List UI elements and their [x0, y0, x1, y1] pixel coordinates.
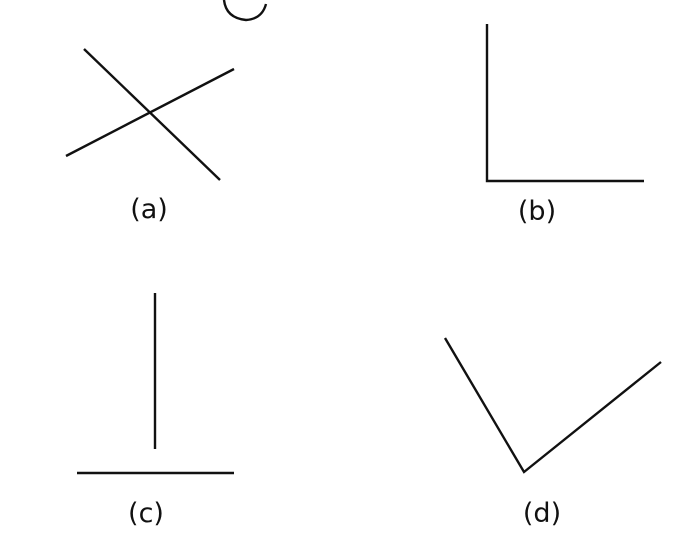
label-d: (d)	[522, 498, 562, 529]
figure-d-angle-lines	[443, 337, 662, 474]
figure-a-line-2	[65, 67, 235, 158]
figure-a-intersecting-lines	[65, 48, 235, 181]
cropped-glyph-top	[222, 0, 268, 22]
figure-a-line-1	[83, 48, 221, 181]
figure-d-v-angle	[443, 337, 662, 474]
label-b: (b)	[517, 196, 557, 227]
figure-c-perpendicular-lines	[77, 293, 234, 475]
label-a: (a)	[130, 194, 168, 225]
figure-b-angle-lines	[485, 24, 644, 183]
figure-b-right-angle	[485, 24, 644, 183]
label-c: (c)	[128, 498, 164, 529]
